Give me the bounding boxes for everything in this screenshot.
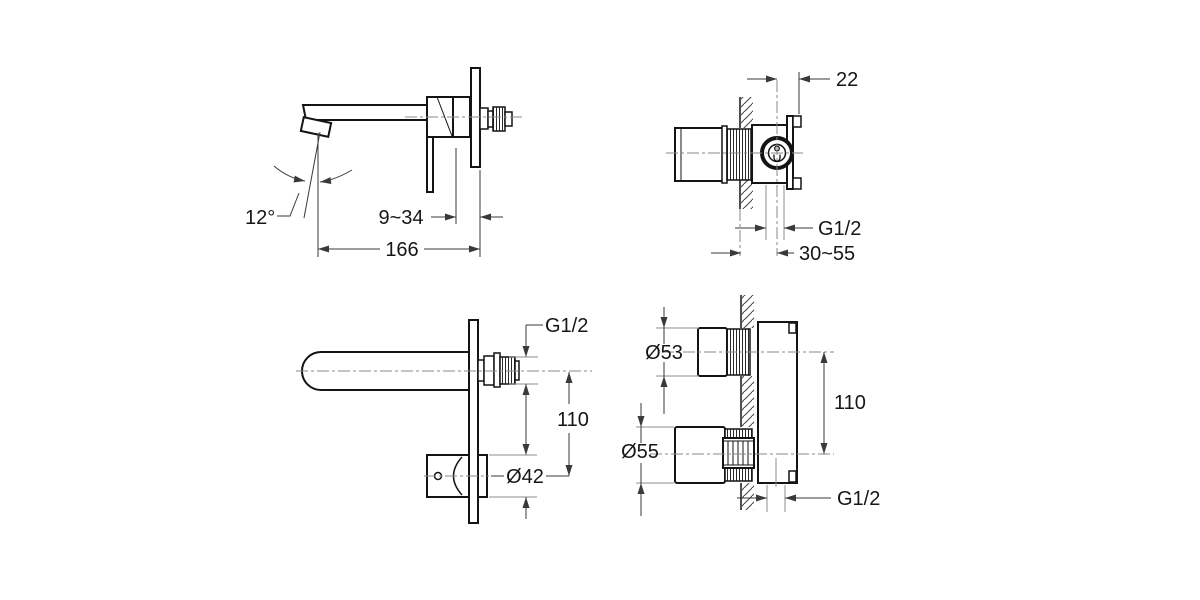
valve-back-view: Ø53 Ø55 110 G1/2 (621, 295, 880, 516)
dim-upper-diameter-label: Ø53 (645, 342, 683, 364)
body-notch-top (788, 322, 797, 334)
threaded-sleeve (726, 128, 752, 181)
dim-depth-range-label: 9~34 (378, 207, 423, 229)
lever-pivot-line (436, 96, 453, 137)
dim-handle-diameter-label: Ø42 (506, 466, 544, 488)
inlet-stem-top-view (477, 352, 520, 388)
spout-side-view: 12° 9~34 166 (245, 67, 522, 261)
dim-spacing-label-back: 110 (834, 392, 866, 414)
wall-hatching-back (740, 295, 754, 510)
dim-thread-label-side: G1/2 (818, 218, 861, 240)
dim-spacing-label-top: 110 (557, 409, 589, 431)
supply-stem (479, 106, 513, 132)
valve-side-dimensions: 22 G1/2 30~55 (711, 69, 861, 265)
aerator (299, 116, 333, 138)
dim-thread-label-back: G1/2 (837, 488, 880, 510)
lower-cylinder (674, 426, 726, 484)
spout-outline (301, 104, 428, 121)
plate-tab-top (792, 115, 802, 128)
spout-side-dimensions: 12° 9~34 166 (245, 131, 503, 261)
wall-hatching (739, 97, 753, 256)
dim-angle-label: 12° (245, 207, 275, 229)
valve-side-view: 22 G1/2 30~55 (666, 69, 861, 265)
spout-top-dimensions: G1/2 Ø42 110 (489, 315, 589, 519)
dim-length-label: 166 (385, 239, 418, 261)
dim-lower-diameter-label: Ø55 (621, 441, 659, 463)
body-notch-bottom (788, 470, 797, 483)
union-nut (722, 437, 755, 469)
dim-offset-label: 22 (836, 69, 858, 91)
dim-install-depth-label: 30~55 (799, 243, 855, 265)
spout-top-view: G1/2 Ø42 110 (296, 315, 592, 524)
dim-thread-label-top: G1/2 (545, 315, 588, 337)
valve-back-dimensions: Ø53 Ø55 110 G1/2 (621, 307, 880, 516)
handle-lever (426, 136, 434, 193)
mixer-body-back (757, 321, 798, 484)
valve-cylinder (674, 127, 726, 182)
plate-tab-bottom (792, 177, 802, 190)
wall-plate-top-view (468, 319, 479, 524)
